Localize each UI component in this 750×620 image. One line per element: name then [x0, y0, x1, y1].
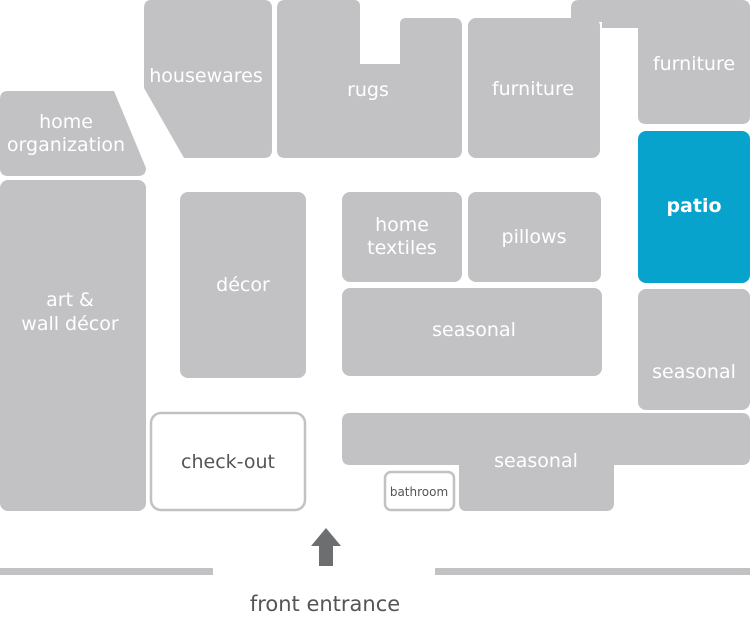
dept-seasonal-bottom-label: seasonal — [494, 450, 578, 472]
dept-furniture-right-label: furniture — [653, 53, 735, 75]
dept-patio[interactable]: patio — [638, 131, 750, 283]
dept-housewares-label: housewares — [149, 65, 262, 87]
dept-home-textiles-label-2: textiles — [367, 237, 437, 259]
dept-decor-label: décor — [216, 274, 270, 296]
front-entrance-label: front entrance — [250, 592, 400, 616]
up-arrow-icon — [311, 528, 341, 566]
dept-seasonal-right[interactable]: seasonal — [638, 289, 750, 410]
checkout[interactable]: check-out — [149, 411, 307, 512]
dept-home-organization-label-2: organization — [7, 134, 125, 156]
dept-home-textiles[interactable]: home textiles — [342, 192, 462, 282]
front-wall-right — [435, 568, 750, 575]
dept-seasonal-center-label: seasonal — [432, 319, 516, 341]
dept-art-wall-decor[interactable]: art & wall décor — [0, 180, 146, 511]
dept-art-label-1: art & — [46, 289, 94, 311]
dept-patio-label: patio — [666, 195, 721, 217]
bathroom-label: bathroom — [390, 485, 448, 499]
dept-home-organization-label-1: home — [39, 111, 93, 133]
dept-pillows[interactable]: pillows — [468, 192, 601, 282]
dept-pillows-label: pillows — [502, 226, 567, 248]
dept-seasonal-right-label: seasonal — [652, 361, 736, 383]
dept-furniture-center[interactable]: furniture — [468, 18, 600, 158]
dept-furniture-center-label: furniture — [492, 78, 574, 100]
checkout-label: check-out — [181, 451, 275, 473]
dept-rugs[interactable]: rugs — [277, 0, 462, 158]
dept-furniture-right[interactable]: furniture — [571, 0, 750, 124]
dept-decor[interactable]: décor — [180, 192, 306, 378]
dept-home-textiles-label-1: home — [375, 214, 429, 236]
dept-rugs-label: rugs — [347, 79, 389, 101]
dept-home-organization[interactable]: home organization — [0, 91, 146, 176]
dept-seasonal-center[interactable]: seasonal — [342, 288, 602, 376]
bathroom[interactable]: bathroom — [383, 470, 456, 512]
dept-seasonal-bottom[interactable]: seasonal — [342, 413, 750, 511]
dept-housewares[interactable]: housewares — [144, 0, 272, 158]
dept-art-label-2: wall décor — [21, 313, 119, 335]
front-wall-left — [0, 568, 213, 575]
